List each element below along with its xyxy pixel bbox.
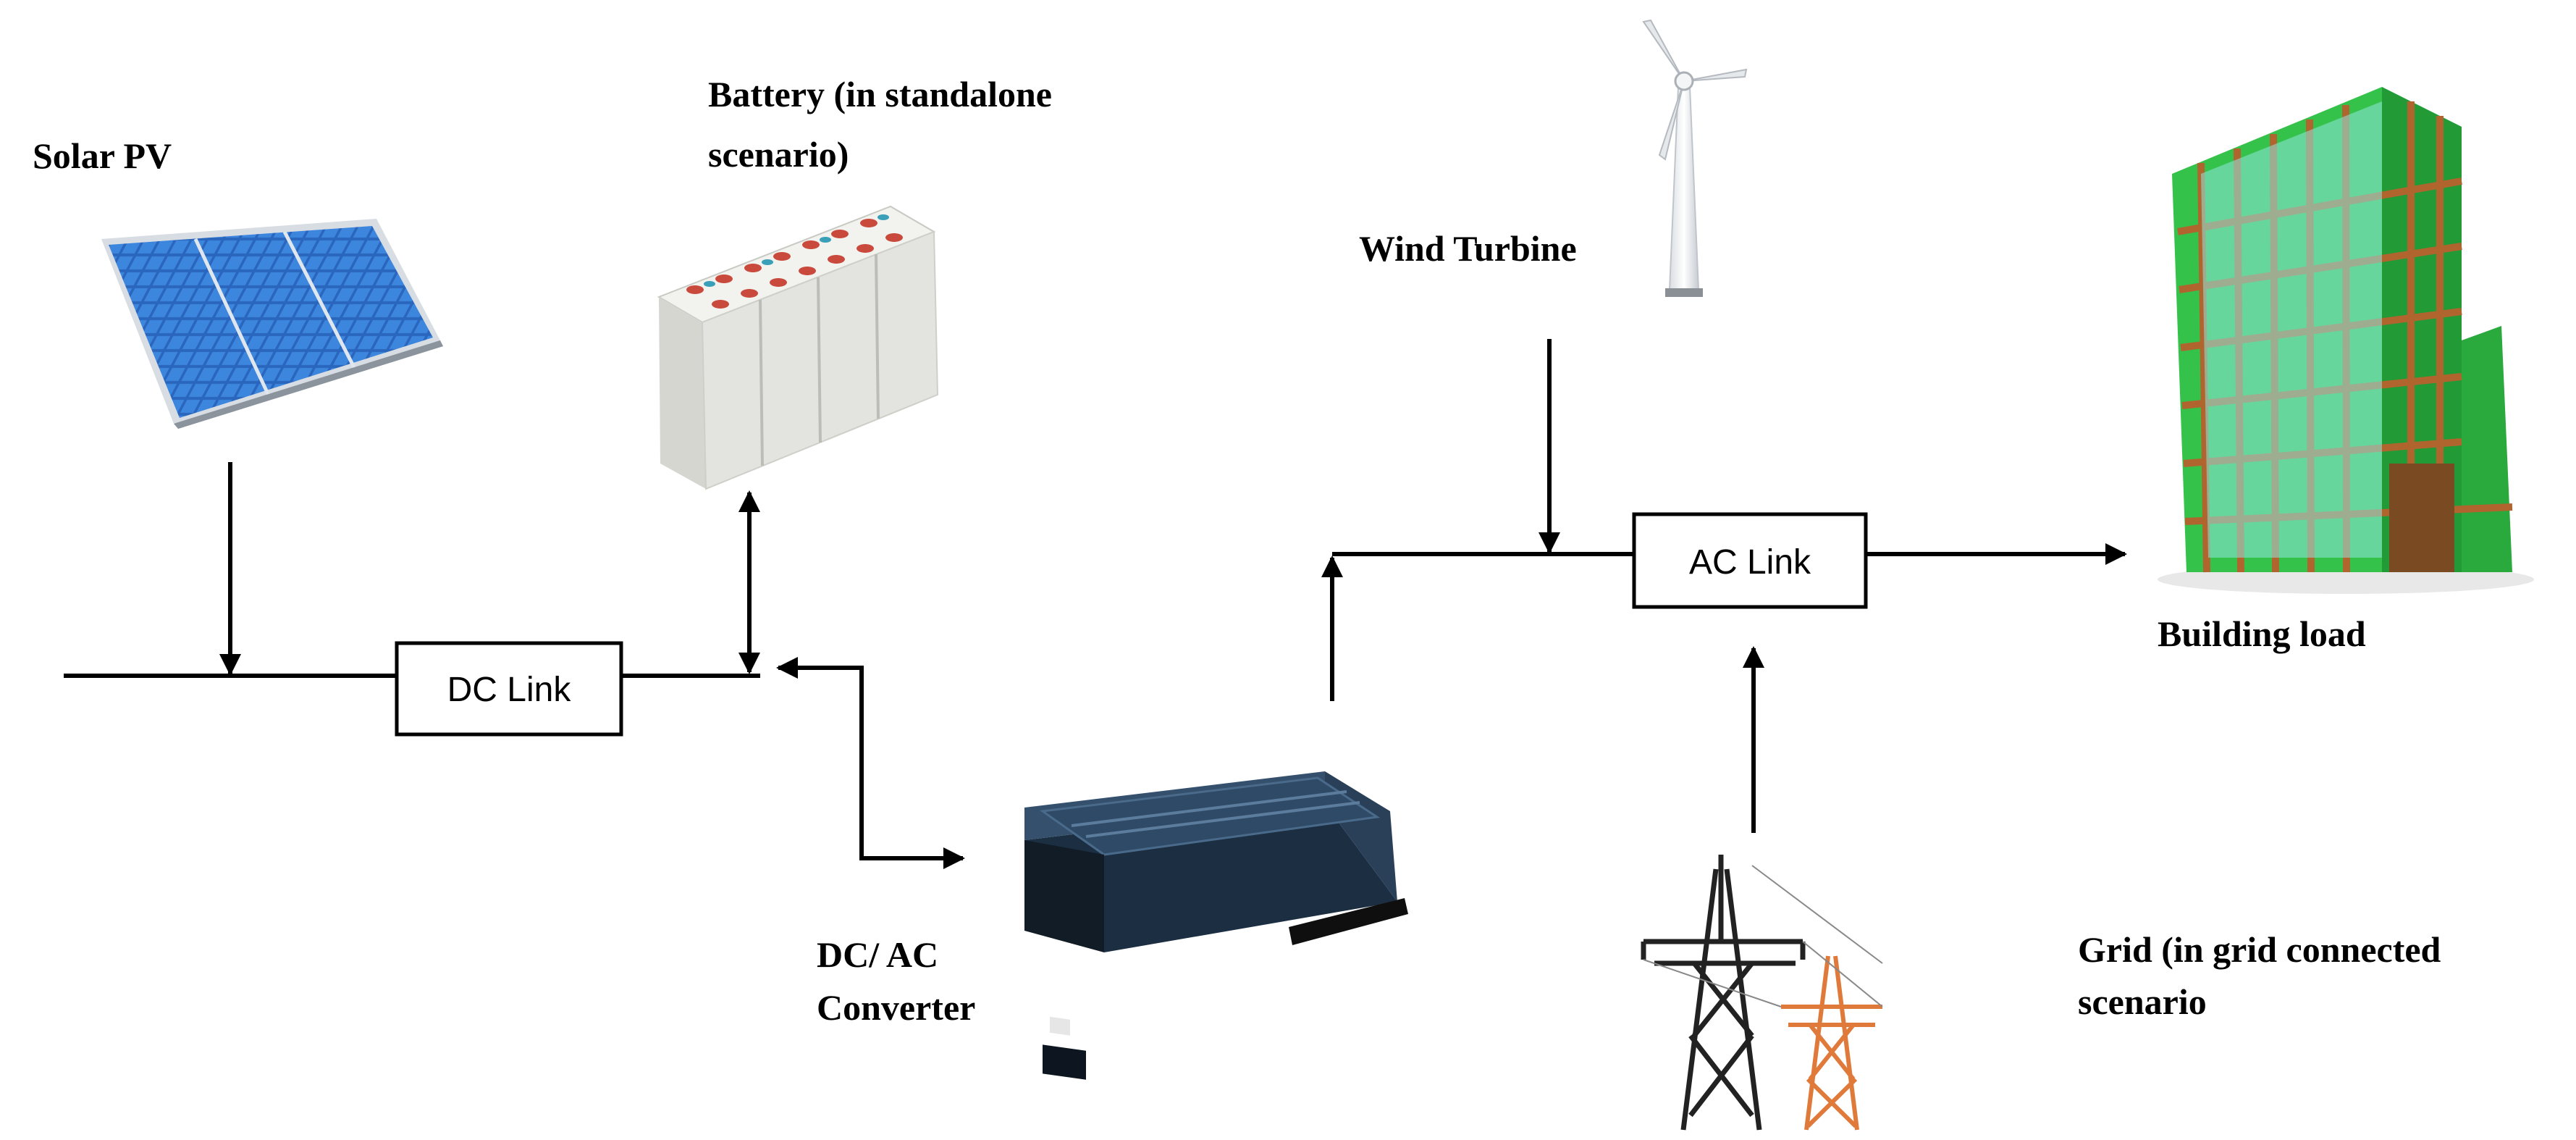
grid-label-line2: scenario [2078,981,2207,1022]
ac-link-label: AC Link [1689,543,1811,582]
battery-bank-icon [657,205,939,490]
dc-ac-converter-label-line2: Converter [817,987,975,1028]
wind-turbine-icon [1642,19,1748,297]
battery-label-line1: Battery (in standalone [708,74,1052,114]
solar-panel-icon [101,219,443,429]
converter-dc-link-wire [776,657,961,860]
grid-towers-icon [1641,855,1883,1131]
grid-label-line1: Grid (in grid connected [2078,929,2441,970]
dc-link-label: DC Link [447,671,572,709]
battery-label-line2: scenario) [708,134,849,175]
ac-link-box: AC Link [1632,512,1868,609]
solar-pv-label: Solar PV [33,135,172,176]
wind-turbine-label: Wind Turbine [1359,228,1577,269]
building-icon [2158,87,2534,594]
building-load-label: Building load [2158,613,2366,654]
dc-ac-converter-label-line1: DC/ AC [817,934,938,975]
dc-ac-converter-icon [1024,771,1408,1080]
dc-link-box: DC Link [395,641,623,737]
